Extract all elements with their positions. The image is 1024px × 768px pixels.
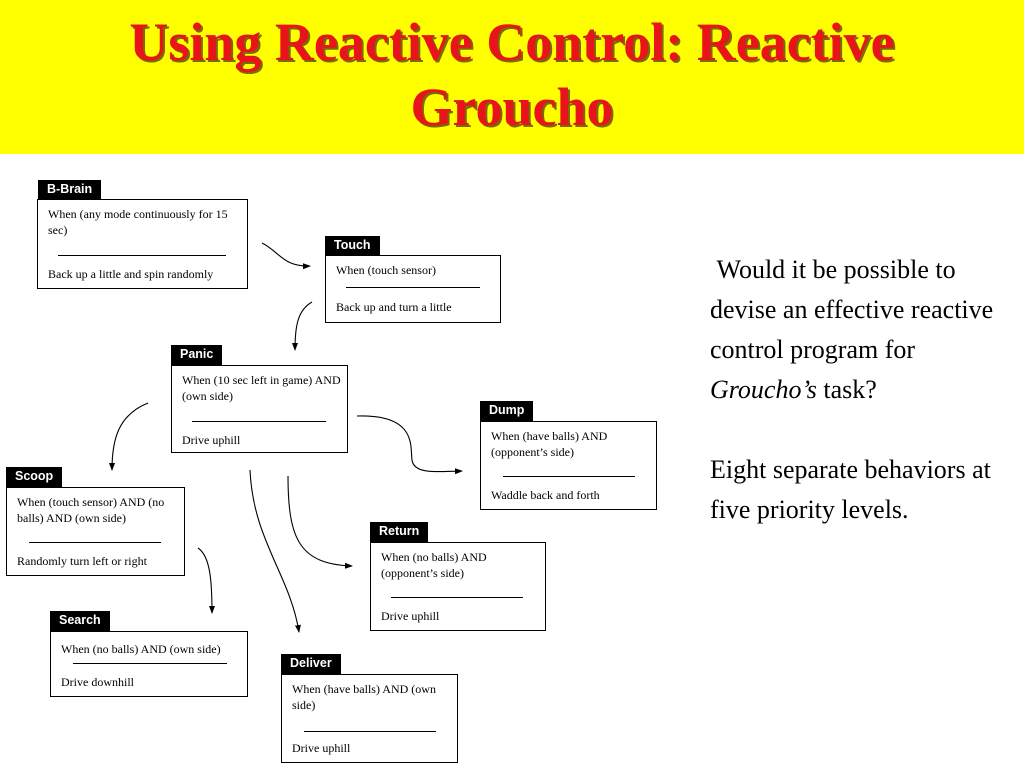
behavior-action: Drive uphill (292, 741, 351, 755)
question-text: Would it be possible to devise an effect… (710, 250, 1000, 410)
divider (304, 731, 436, 732)
behavior-tab-search: Search (50, 611, 110, 631)
behavior-box-touch: When (touch sensor) Back up and turn a l… (325, 255, 501, 323)
behavior-box-return: When (no balls) AND (opponent’s side) Dr… (370, 542, 546, 631)
behavior-condition: When (have balls) AND (opponent’s side) (491, 429, 608, 459)
behavior-tab-touch: Touch (325, 236, 380, 256)
behavior-box-deliver: When (have balls) AND (own side) Drive u… (281, 674, 458, 763)
arrow-panic-to-deliver (249, 469, 301, 633)
question-end: task? (816, 375, 877, 404)
divider (346, 287, 480, 288)
arrow-panic-to-scoop (109, 402, 149, 471)
behavior-tab-b-brain: B-Brain (38, 180, 102, 200)
divider (192, 421, 326, 422)
divider (58, 255, 226, 256)
behavior-tab-return: Return (370, 522, 429, 542)
behavior-condition: When (no balls) AND (opponent’s side) (381, 550, 487, 580)
arrow-scoop-to-search (197, 547, 215, 614)
divider (503, 476, 635, 477)
question-start: Would it be possible to devise an effect… (710, 255, 994, 364)
behavior-tab-panic: Panic (171, 345, 223, 365)
behavior-action: Drive uphill (182, 433, 241, 447)
behavior-condition: When (10 sec left in game) AND (own side… (182, 373, 341, 403)
behavior-box-search: When (no balls) AND (own side) Drive dow… (50, 631, 248, 697)
behavior-tab-dump: Dump (480, 401, 534, 421)
question-emphasis: Groucho’s (710, 375, 817, 404)
behavior-action: Drive uphill (381, 609, 440, 623)
behavior-condition: When (touch sensor) AND (no balls) AND (… (17, 495, 165, 525)
title-band: Using Reactive Control: Reactive Groucho (0, 0, 1024, 154)
behavior-condition: When (no balls) AND (own side) (61, 642, 221, 656)
behavior-action: Drive downhill (61, 675, 134, 689)
arrow-panic-to-dump (356, 415, 463, 475)
behavior-box-dump: When (have balls) AND (opponent’s side) … (480, 421, 657, 510)
behavior-action: Back up a little and spin randomly (48, 267, 214, 281)
divider (73, 663, 227, 664)
behavior-box-b-brain: When (any mode continuously for 15 sec) … (37, 199, 248, 289)
behavior-condition: When (have balls) AND (own side) (292, 682, 436, 712)
answer-text: Eight separate behaviors at five priorit… (710, 455, 991, 524)
behavior-action: Randomly turn left or right (17, 554, 147, 568)
side-text: Would it be possible to devise an effect… (710, 250, 1000, 530)
arrow-touch-to-panic (292, 301, 313, 351)
behavior-condition: When (touch sensor) (336, 263, 436, 277)
behavior-tab-deliver: Deliver (281, 654, 341, 674)
behavior-box-scoop: When (touch sensor) AND (no balls) AND (… (6, 487, 185, 576)
behavior-condition: When (any mode continuously for 15 sec) (48, 207, 228, 237)
behavior-box-panic: When (10 sec left in game) AND (own side… (171, 365, 348, 453)
behavior-tab-scoop: Scoop (6, 467, 63, 487)
behavior-action: Waddle back and forth (491, 488, 600, 502)
slide-title: Using Reactive Control: Reactive Groucho (129, 12, 895, 137)
paragraph-gap (710, 410, 1000, 450)
arrow-panic-to-return (287, 475, 353, 569)
behavior-action: Back up and turn a little (336, 300, 452, 314)
divider (29, 542, 161, 543)
arrow-b-brain-to-touch (261, 242, 311, 270)
divider (391, 597, 523, 598)
